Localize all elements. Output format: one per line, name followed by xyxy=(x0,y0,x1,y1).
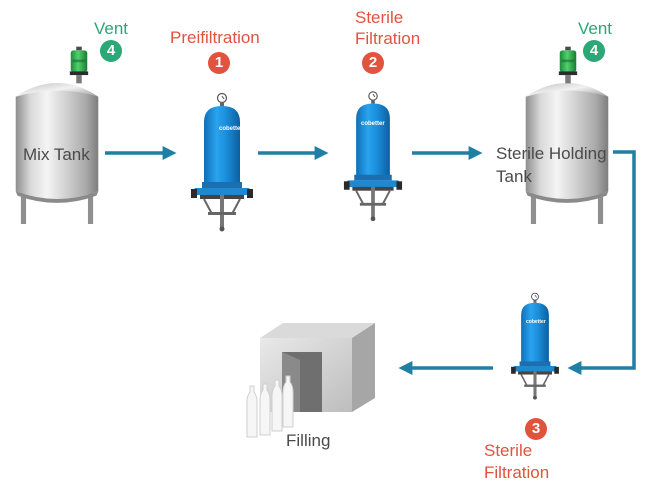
holding-tank-label-line1: Sterile Holding xyxy=(496,144,607,163)
vent-left-badge: 4 xyxy=(100,40,122,62)
filter-brand-3: cobetter xyxy=(526,319,546,325)
vent-filter-left-icon xyxy=(69,46,89,84)
flow-arrows xyxy=(105,146,636,375)
step3-label-line1: Sterile xyxy=(484,441,533,460)
filter-brand-2: cobetter xyxy=(361,121,385,127)
vent-right-label: Vent xyxy=(578,19,613,38)
sterile-filter-housing-2-icon xyxy=(510,292,560,400)
step3-label-line2: Filtration xyxy=(484,463,550,482)
vent-filter-right-icon xyxy=(558,46,578,84)
vent-left-label: Vent xyxy=(94,19,129,38)
vent-right-badge: 4 xyxy=(583,40,605,62)
step2-label-line1: Sterile xyxy=(355,8,404,27)
prefilter-housing-icon xyxy=(190,92,254,232)
step1-label: Preifiltration xyxy=(170,28,260,47)
bottles-icon xyxy=(246,375,294,438)
step1-badge: 1 xyxy=(208,52,230,74)
filter-brand-1: cobetter xyxy=(219,126,243,132)
holding-tank-label-line2: Tank xyxy=(496,167,532,186)
step3-badge: 3 xyxy=(525,418,547,440)
mix-tank-label: Mix Tank xyxy=(23,145,90,164)
step2-badge: 2 xyxy=(362,52,384,74)
step2-label-line2: Filtration xyxy=(355,29,421,48)
filling-label: Filling xyxy=(286,431,331,450)
sterile-filter-housing-1-icon xyxy=(343,90,403,223)
arrow-holding-to-sterile3 xyxy=(567,150,636,375)
